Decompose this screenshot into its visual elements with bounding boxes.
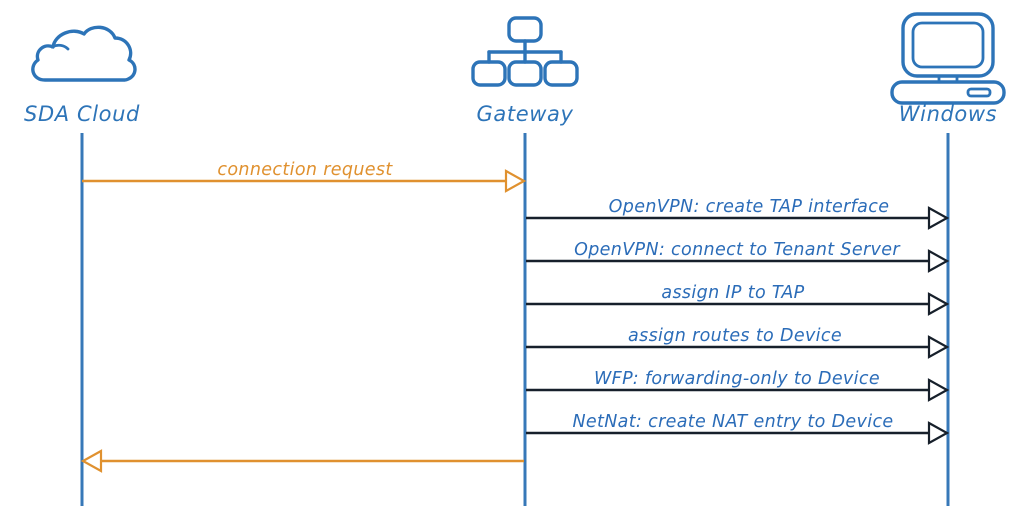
message-label: OpenVPN: connect to Tenant Server [574, 240, 901, 260]
arrowhead-right-icon [927, 292, 950, 316]
actor-windows[interactable]: Windows [890, 12, 1006, 506]
actor-gateway[interactable]: Gateway [471, 16, 579, 506]
actor-sda-cloud[interactable]: SDA Cloud [24, 25, 140, 506]
message-assign-ip-to-tap[interactable]: assign IP to TAP [526, 283, 950, 316]
message-label: assign routes to Device [628, 326, 842, 346]
arrowhead-left-icon [80, 449, 103, 473]
actor-label-sda-cloud: SDA Cloud [24, 102, 140, 126]
arrowhead-right-icon [927, 249, 950, 273]
message-gateway-response[interactable] [80, 449, 524, 473]
message-label: OpenVPN: create TAP interface [609, 197, 890, 217]
message-wfp-forwarding-only-to-device[interactable]: WFP: forwarding-only to Device [526, 369, 950, 402]
message-label: WFP: forwarding-only to Device [594, 369, 880, 389]
message-label: NetNat: create NAT entry to Device [572, 412, 893, 432]
message-connection-request[interactable]: connection request [82, 160, 527, 193]
arrowhead-right-icon [927, 378, 950, 402]
actor-label-windows: Windows [899, 102, 997, 126]
message-openvpn-create-tap-interface[interactable]: OpenVPN: create TAP interface [526, 197, 950, 230]
message-label: assign IP to TAP [661, 283, 804, 303]
actor-label-gateway: Gateway [477, 102, 574, 126]
arrowhead-right-icon [927, 206, 950, 230]
message-netnat-create-nat-entry-to-device[interactable]: NetNat: create NAT entry to Device [526, 412, 950, 445]
message-assign-routes-to-device[interactable]: assign routes to Device [526, 326, 950, 359]
arrowhead-right-icon [504, 169, 527, 193]
desktop-computer-icon [890, 12, 1006, 105]
network-hierarchy-icon [471, 16, 579, 87]
message-label: connection request [217, 160, 393, 180]
arrowhead-right-icon [927, 335, 950, 359]
message-openvpn-connect-to-tenant-server[interactable]: OpenVPN: connect to Tenant Server [526, 240, 950, 273]
arrowhead-right-icon [927, 421, 950, 445]
cloud-icon [31, 25, 137, 82]
